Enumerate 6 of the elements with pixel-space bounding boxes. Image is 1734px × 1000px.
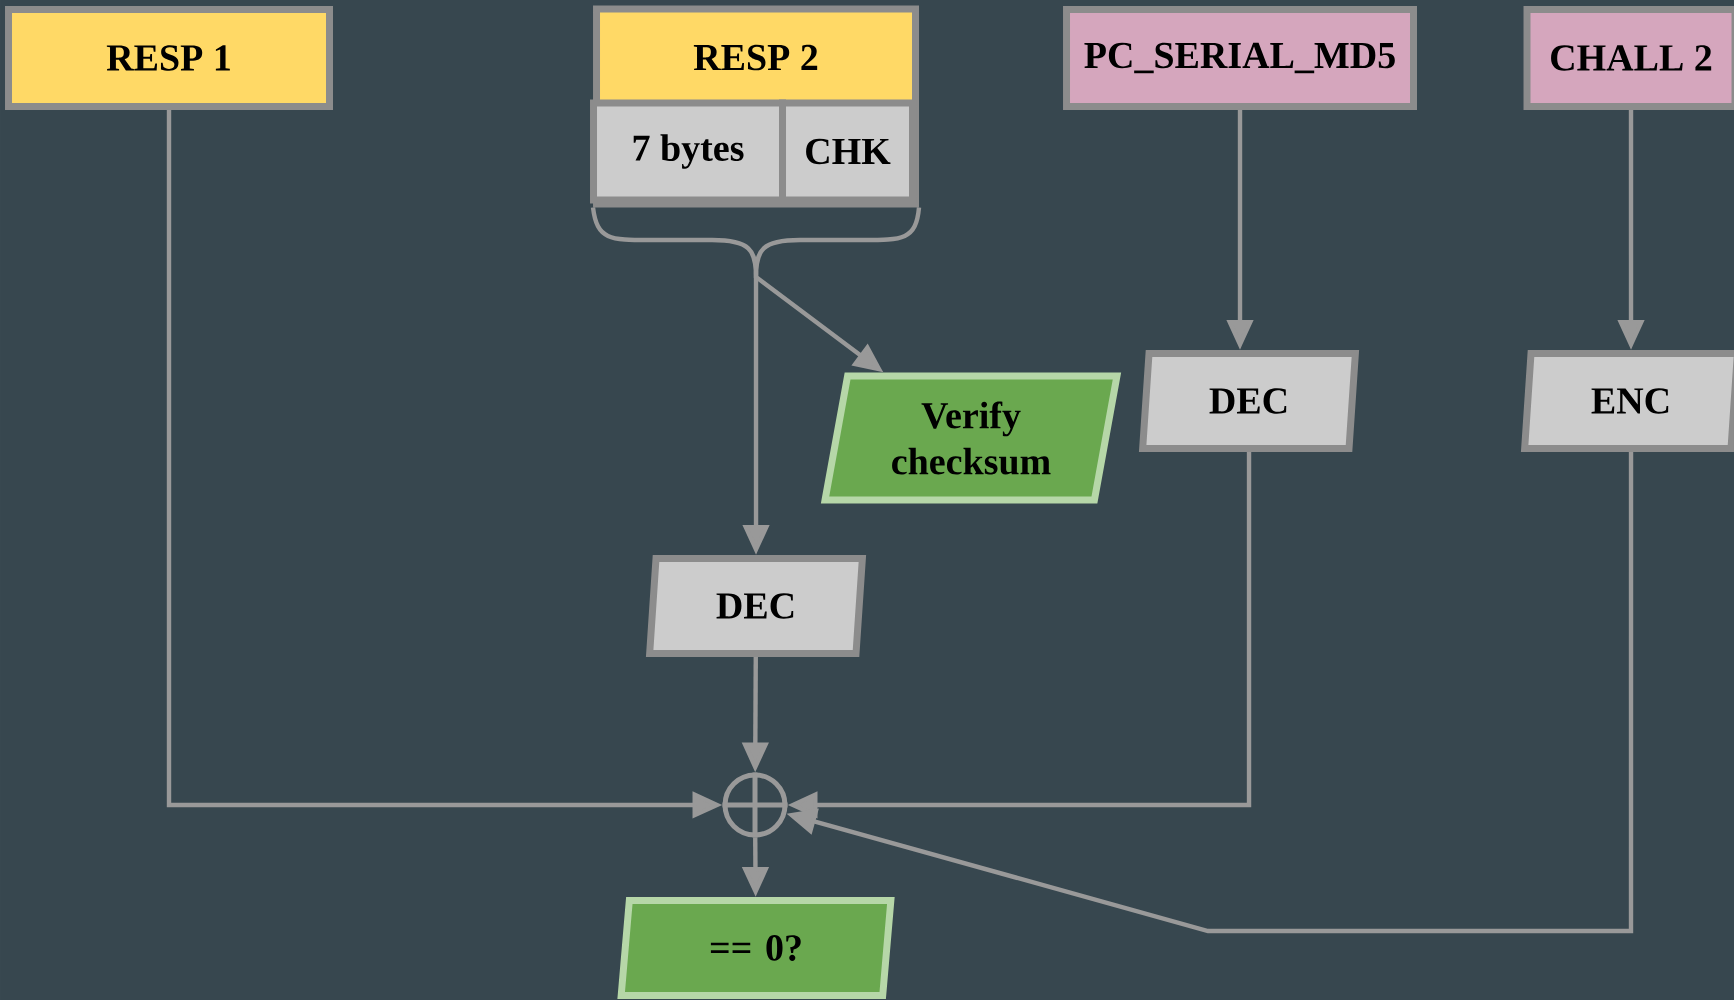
label-box: RESP 1: [5, 6, 333, 110]
xor-symbol: [720, 770, 790, 840]
process-parallelogram: == 0?: [617, 897, 895, 999]
label-box: PC_SERIAL_MD5: [1063, 6, 1417, 110]
field-cell: 7 bytes: [590, 99, 786, 204]
label-box: CHALL 2: [1523, 6, 1734, 110]
